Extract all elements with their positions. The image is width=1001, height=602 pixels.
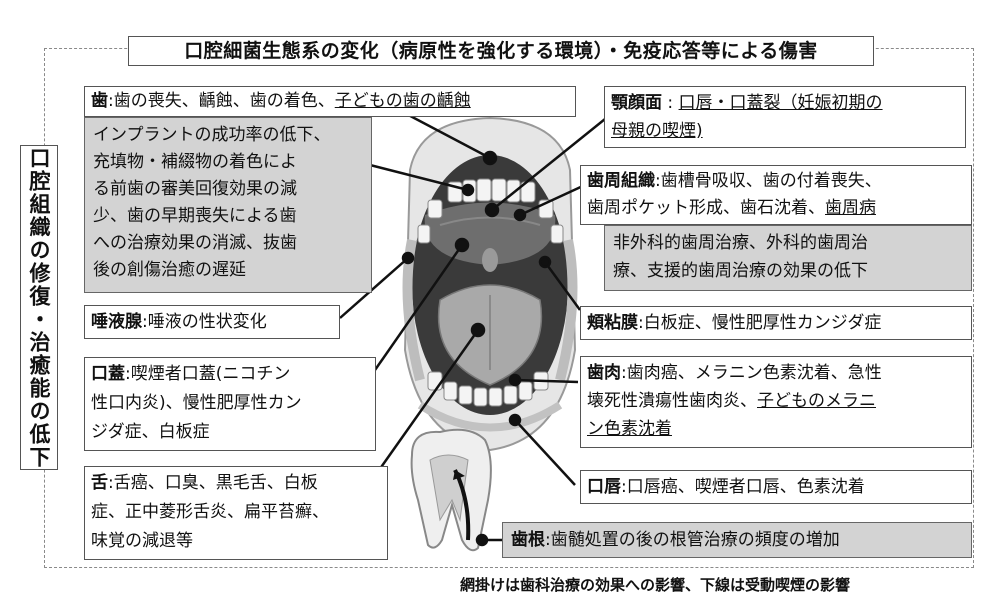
side-label: 口腔組織の修復・治癒能の低下 xyxy=(20,145,58,470)
buccal-box: 頬粘膜:白板症、慢性肥厚性カンジダ症 xyxy=(580,306,972,340)
lower-teeth xyxy=(427,371,549,407)
periodontal-box: 歯周組織:歯槽骨吸収、歯の付着喪失、 歯周ポケット形成、歯石沈着、歯周病 xyxy=(580,165,972,225)
teeth-effects-box: インプラントの成功率の低下、 充填物・補綴物の着色によ る前歯の審美回復効果の減… xyxy=(84,117,372,293)
tooth-cross-section xyxy=(410,428,492,552)
cheek-right xyxy=(555,239,578,382)
uvula xyxy=(482,248,498,272)
gingiva-box: 歯肉:歯肉癌、メラニン色素沈着、急性 壊死性潰瘍性歯肉炎、子どものメラニ ン色素… xyxy=(580,356,972,448)
lower-lip xyxy=(417,401,563,432)
periodontal-effects-box: 非外科的歯周治療、外科的歯周治 療、支援的歯周治療の効果の低下 xyxy=(604,225,972,291)
footnote: 網掛けは歯科治療の効果への影響、下線は受動喫煙の影響 xyxy=(460,576,851,594)
palate-box: 口蓋:喫煙者口蓋(ニコチン 性口内炎)、慢性肥厚性カン ジダ症、白板症 xyxy=(84,357,376,451)
jaw-box: 顎顔面 : 口唇・口蓋裂（妊娠初期の 母親の喫煙) xyxy=(604,86,966,148)
saliva-box: 唾液腺:唾液の性状変化 xyxy=(84,305,340,339)
leader-lines xyxy=(339,98,611,547)
tongue-box: 舌:舌癌、口臭、黒毛舌、白板 症、正中菱形舌炎、扁平苔癬、 味覚の減退等 xyxy=(84,466,388,560)
diagram-title: 口腔細菌生態系の変化（病原性を強化する環境）・免疫応答等による傷害 xyxy=(128,36,874,66)
root-box: 歯根:歯髄処置の後の根管治療の頻度の増加 xyxy=(502,522,972,558)
teeth-box: 歯:歯の喪失、齲蝕、歯の着色、子どもの歯の齲蝕 xyxy=(84,86,576,117)
lips-box: 口唇:口唇癌、喫煙者口唇、色素沈着 xyxy=(580,470,972,504)
